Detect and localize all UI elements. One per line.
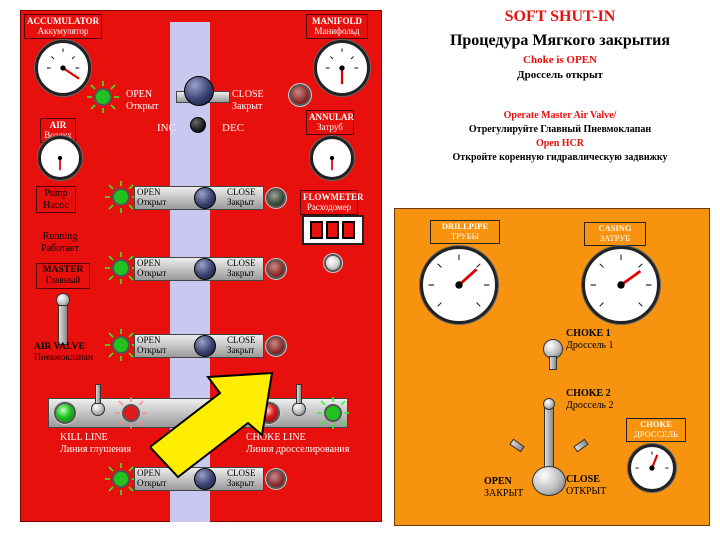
drillpipe-gauge bbox=[420, 246, 498, 324]
kill-line-valve-lever[interactable] bbox=[95, 384, 101, 404]
flowmeter-display bbox=[302, 215, 364, 245]
arrow-pointer-icon bbox=[150, 371, 274, 479]
title-ru: Процедура Мягкого закрытия bbox=[449, 32, 671, 49]
instruction-2-en: Open HCR bbox=[535, 138, 585, 149]
kill-line-valve-knob[interactable] bbox=[91, 402, 105, 416]
flowmeter-digit-2 bbox=[326, 221, 339, 239]
valve3-open-lamp[interactable] bbox=[104, 328, 138, 362]
valve2-open-lamp[interactable] bbox=[104, 251, 138, 285]
choke-line-valve-lever[interactable] bbox=[296, 384, 302, 404]
choke-position-gauge bbox=[628, 444, 676, 492]
manifold-gauge bbox=[314, 40, 370, 96]
regulator-open-lamp[interactable] bbox=[86, 80, 120, 114]
casing-gauge bbox=[582, 246, 660, 324]
valve4-open-lamp[interactable] bbox=[104, 462, 138, 496]
choke-lever-shaft[interactable] bbox=[544, 404, 554, 474]
master-air-valve-lever[interactable] bbox=[58, 305, 68, 345]
valve2-close-lamp[interactable] bbox=[268, 261, 284, 277]
title-en: SOFT SHUT-IN bbox=[504, 8, 616, 25]
flowmeter-reset-button[interactable] bbox=[326, 256, 340, 270]
valve4-close-lamp[interactable] bbox=[268, 471, 284, 487]
accumulator-gauge bbox=[35, 40, 91, 96]
valve3-close-lamp[interactable] bbox=[268, 338, 284, 354]
status-en: Choke is OPEN bbox=[523, 54, 597, 66]
kill-line-open-lamp[interactable] bbox=[56, 404, 74, 422]
flowmeter-digit-3 bbox=[342, 221, 355, 239]
instruction-1-en: Operate Master Air Valve/ bbox=[503, 110, 617, 121]
choke-line-open-lamp[interactable] bbox=[316, 396, 350, 430]
inc-label: INC bbox=[157, 122, 176, 134]
choke-lever-tip[interactable] bbox=[543, 398, 555, 410]
instruction-1-ru: Отрегулируйте Главный Пневмоклапан bbox=[468, 124, 652, 135]
status-ru: Дроссель открыт bbox=[517, 69, 603, 81]
choke-lever-knob[interactable] bbox=[532, 466, 566, 496]
valve1-open-lamp[interactable] bbox=[104, 180, 138, 214]
valve3-handle[interactable] bbox=[194, 335, 216, 357]
valve4-handle[interactable] bbox=[194, 468, 216, 490]
instruction-2-ru: Откройте коренную гидравлическую задвижк… bbox=[452, 152, 668, 163]
valve1-close-lamp[interactable] bbox=[268, 190, 284, 206]
regulator-knob[interactable] bbox=[184, 76, 214, 106]
kill-line-close-lamp[interactable] bbox=[114, 396, 148, 430]
valve1-handle[interactable] bbox=[194, 187, 216, 209]
air-gauge bbox=[38, 136, 82, 180]
choke1-valve-stem bbox=[549, 356, 557, 370]
dec-label: DEC bbox=[222, 122, 244, 134]
annular-gauge bbox=[310, 136, 354, 180]
flowmeter-digit-1 bbox=[310, 221, 323, 239]
valve2-handle[interactable] bbox=[194, 258, 216, 280]
regulator-close-lamp[interactable] bbox=[291, 86, 309, 104]
pressure-adjust-knob[interactable] bbox=[190, 117, 206, 133]
